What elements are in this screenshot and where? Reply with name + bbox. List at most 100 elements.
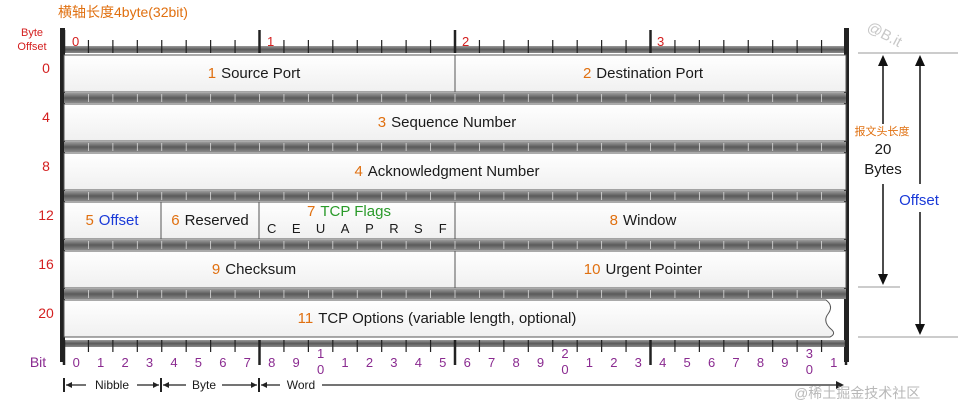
nibble-label: Nibble — [95, 378, 129, 392]
byte-legend-label: Byte — [192, 378, 216, 392]
byte-column-numbers: 0 1 2 3 — [72, 34, 664, 49]
acknowledgment-number-cell — [63, 152, 847, 191]
bit-number: 8 — [757, 355, 764, 370]
tcp-options-cell — [63, 299, 835, 338]
byte-col-1: 1 — [267, 34, 274, 49]
arrowhead — [163, 382, 169, 388]
bit-number: 4 — [659, 355, 666, 370]
bit-number: 9 — [537, 355, 544, 370]
bottom-ruler-ticks — [62, 340, 848, 365]
bit-number: 3 — [635, 355, 642, 370]
bytes-label: Bytes — [864, 161, 902, 178]
left-frame-bar — [60, 28, 65, 362]
word-legend-label: Word — [287, 378, 315, 392]
row-offset-16: 16 — [38, 256, 54, 272]
header-length-cn-label: 报文头长度 — [855, 124, 910, 138]
top-ruler-ticks — [62, 30, 848, 53]
sequence-number-cell — [63, 103, 847, 142]
bit-number: 0 — [73, 355, 80, 370]
arrowhead — [878, 55, 888, 66]
bit-number: 4 — [415, 355, 422, 370]
tcp-flag-letter: C — [267, 221, 276, 236]
bit-number: 5 — [684, 355, 691, 370]
tcp-flag-letter: S — [414, 221, 423, 236]
bit-number: 7 — [732, 355, 739, 370]
row-offset-8: 8 — [42, 158, 50, 174]
bit-number: 8 — [512, 355, 519, 370]
arrowhead — [915, 324, 925, 335]
tcp-flag-letter: R — [389, 221, 398, 236]
offset-cell — [63, 201, 162, 240]
offset-label: Offset — [17, 41, 46, 53]
diagram-title: 横轴长度4byte(32bit) — [58, 4, 188, 20]
bit-number: 6 — [219, 355, 226, 370]
tcp-flags-cell — [258, 201, 456, 240]
right-annotations: 报文头长度 20 Bytes Offset @B.it — [855, 19, 958, 338]
bit-number: 7 — [488, 355, 495, 370]
bit-number: 1 — [97, 355, 104, 370]
bit-number: 8 — [268, 355, 275, 370]
window-cell — [454, 201, 847, 240]
watermark-top: @B.it — [864, 19, 905, 52]
bit-number: 5 — [195, 355, 202, 370]
arrowhead — [251, 382, 257, 388]
arrowhead — [66, 382, 72, 388]
bit-number: 2 — [121, 355, 128, 370]
bit-number: 4 — [170, 355, 177, 370]
arrowhead — [878, 274, 888, 285]
bit-number: 3 — [390, 355, 397, 370]
row-offset-0: 0 — [42, 60, 50, 76]
checksum-cell — [63, 250, 456, 289]
bit-number: 3 — [146, 355, 153, 370]
destination-port-cell — [454, 54, 847, 93]
bit-number: 5 — [439, 355, 446, 370]
tcp-flag-letter: U — [316, 221, 325, 236]
row-offset-4: 4 — [42, 109, 50, 125]
tcp-flag-letter: P — [365, 221, 374, 236]
row-offset-20: 20 — [38, 305, 54, 321]
reserved-cell — [160, 201, 260, 240]
right-frame-bar — [844, 28, 849, 362]
bit-group-legend: Nibble Byte Word — [63, 378, 844, 392]
arrowhead — [261, 382, 267, 388]
arrowhead — [915, 55, 925, 66]
separator-ticks — [88, 94, 822, 298]
bit-number: 9 — [781, 355, 788, 370]
bit-number: 1 — [341, 355, 348, 370]
tcp-flag-letter: F — [439, 221, 447, 236]
twenty-label: 20 — [875, 141, 892, 158]
source-port-cell — [63, 54, 456, 93]
byte-label: Byte — [21, 27, 43, 39]
bit-number: 1 — [586, 355, 593, 370]
bit-number: 7 — [244, 355, 251, 370]
tcp-flag-letter: A — [341, 221, 350, 236]
bit-number: 1 — [830, 355, 837, 370]
bit-number: 2 — [610, 355, 617, 370]
bit-number: 6 — [708, 355, 715, 370]
byte-col-2: 2 — [462, 34, 469, 49]
watermark-bottom: @稀土掘金技术社区 — [794, 385, 920, 401]
bit-number: 9 — [293, 355, 300, 370]
urgent-pointer-cell — [454, 250, 847, 289]
arrowhead — [836, 381, 844, 389]
byte-col-0: 0 — [72, 34, 79, 49]
bit-number: 6 — [464, 355, 471, 370]
arrowhead — [153, 382, 159, 388]
tcp-flag-letter: E — [292, 221, 301, 236]
